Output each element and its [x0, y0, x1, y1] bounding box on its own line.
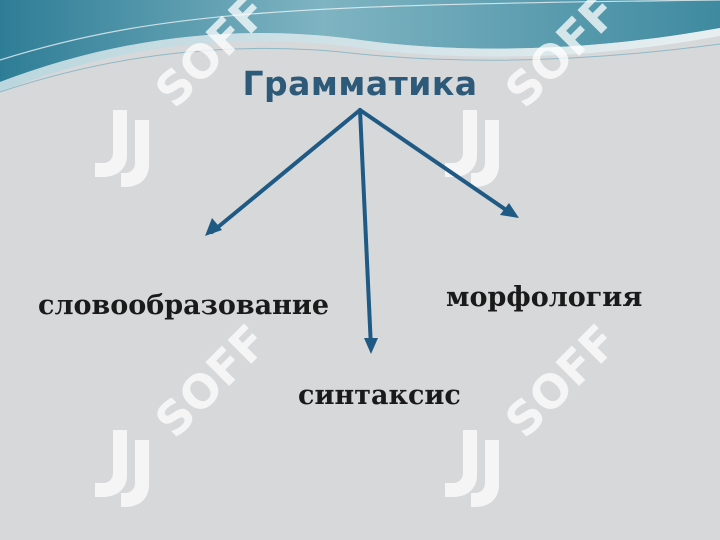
watermark-logo-icon — [95, 430, 149, 507]
arrow-to-center — [358, 108, 373, 350]
arrowhead-center-icon — [364, 338, 378, 354]
branch-morphology: морфология — [446, 282, 643, 313]
branch-word-formation: словообразование — [38, 290, 330, 321]
arrowhead-right-icon — [500, 203, 519, 218]
arrow-to-right — [358, 108, 514, 216]
arrow-to-left — [210, 108, 362, 234]
watermark-logo-icon — [445, 430, 499, 507]
watermark-logo-icon — [445, 110, 499, 187]
header-wave-decoration — [0, 0, 720, 93]
branch-syntax: синтаксис — [298, 380, 461, 411]
watermark-logo-icon — [95, 110, 149, 187]
arrowhead-left-icon — [205, 218, 222, 236]
diagram-title: Грамматика — [242, 64, 478, 103]
